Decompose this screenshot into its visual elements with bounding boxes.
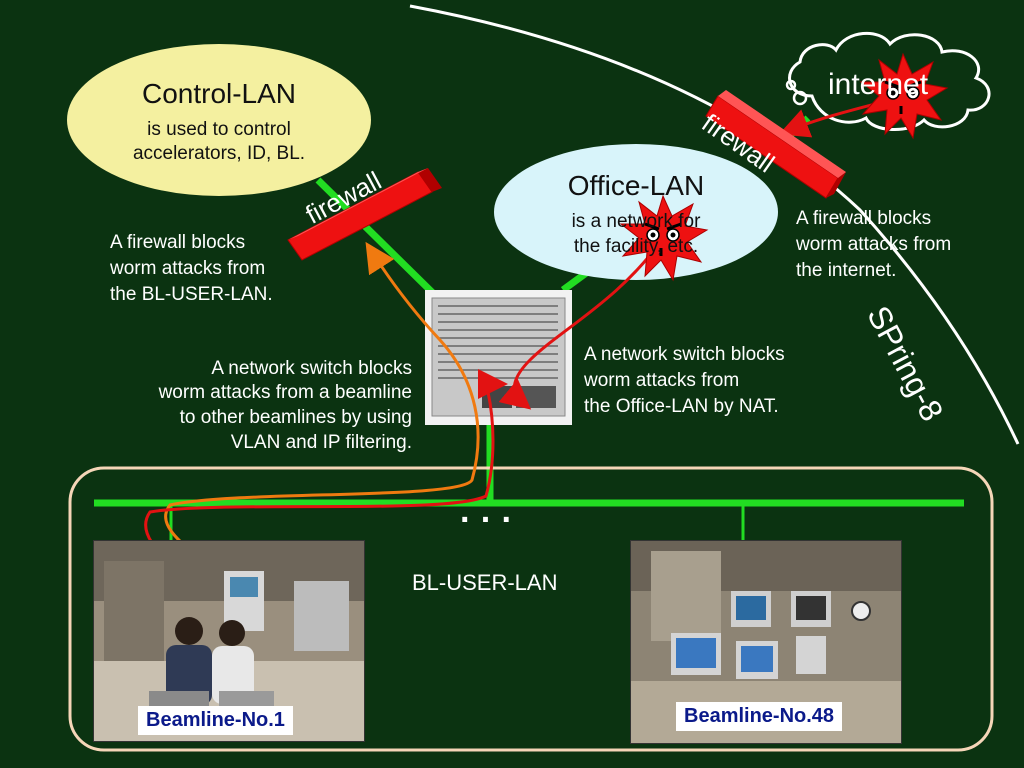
office-lan-title: Office-LAN <box>567 170 705 201</box>
beamline-48-caption: Beamline-No.48 <box>676 702 843 731</box>
firewall-left <box>287 168 442 261</box>
note-firewall-bl-2: worm attacks from <box>110 258 266 279</box>
firewall-right <box>705 90 846 199</box>
note-switch-nat-1: A network switch blocks <box>584 344 785 365</box>
attack-path-bl1-to-firewall <box>164 241 480 614</box>
office-lan-desc-1: is a network for <box>571 211 701 232</box>
control-lan-desc-1: is used to control <box>147 119 291 140</box>
note-firewall-bl-1: A firewall blocks <box>110 232 246 253</box>
note-switch-nat-3: the Office-LAN by NAT. <box>584 396 779 417</box>
note-switch-nat-2: worm attacks from <box>584 370 740 391</box>
bl-user-lan-boundary <box>68 466 994 752</box>
note-switch-vlan-1: A network switch blocks <box>211 358 412 379</box>
beamline-1-caption: Beamline-No.1 <box>138 706 293 735</box>
attack-path-office-to-switch <box>498 237 665 410</box>
note-firewall-inet-1: A firewall blocks <box>796 208 932 229</box>
internet-label: internet <box>828 68 929 101</box>
note-firewall-inet-2: worm attacks from <box>796 234 952 255</box>
bl-user-lan-ellipsis: · · · <box>460 501 513 539</box>
control-lan-bubble <box>67 44 371 196</box>
beamline-drops <box>169 503 745 540</box>
bl-user-lan-label: BL-USER-LAN <box>412 570 558 595</box>
office-lan-desc-2: the facility, etc. <box>573 236 699 257</box>
network-switch <box>425 290 572 425</box>
note-firewall-bl-3: the BL-USER-LAN. <box>110 284 273 305</box>
note-switch-vlan-4: VLAN and IP filtering. <box>230 432 412 453</box>
note-switch-vlan-3: to other beamlines by using <box>179 407 412 428</box>
office-lan-bubble <box>494 144 778 280</box>
control-lan-title: Control-LAN <box>141 78 297 109</box>
note-switch-vlan-2: worm attacks from a beamline <box>158 382 412 403</box>
control-lan-desc-2: accelerators, ID, BL. <box>132 143 306 164</box>
note-firewall-inet-3: the internet. <box>796 260 897 281</box>
